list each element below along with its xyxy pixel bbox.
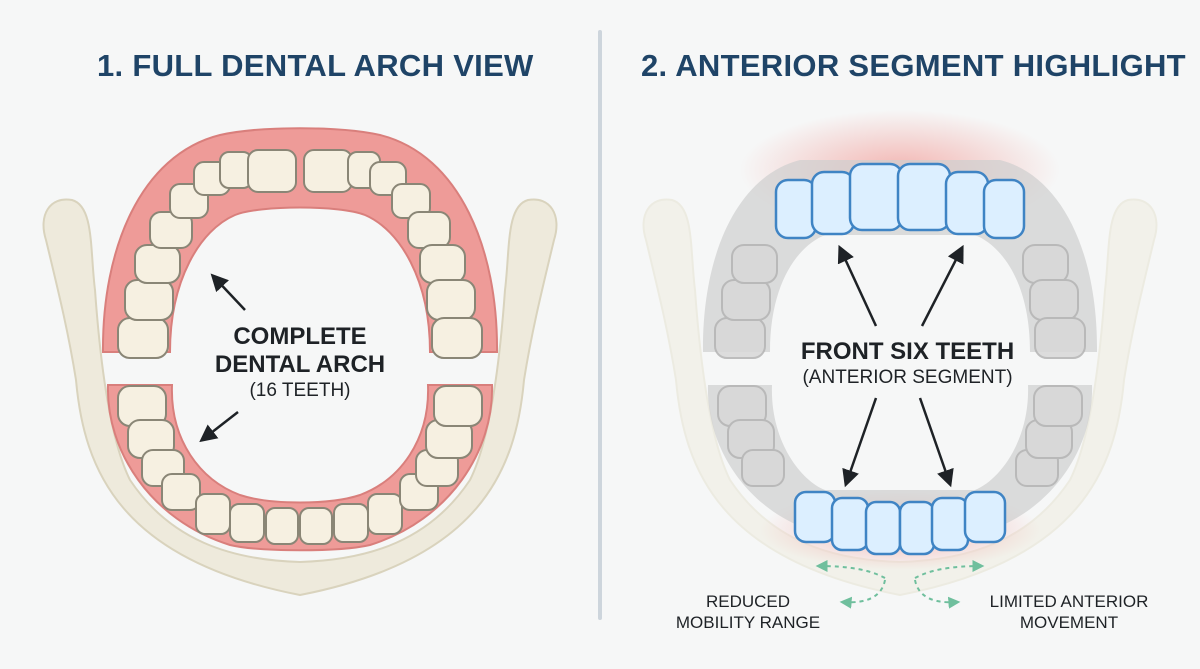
limited-movement-note-line1: LIMITED ANTERIOR <box>989 592 1149 611</box>
tooth <box>714 317 766 359</box>
upper-anterior-teeth <box>774 162 1026 240</box>
jaw-bone-faded <box>642 198 1158 597</box>
tooth <box>195 493 231 535</box>
limited-movement-arrows <box>914 560 985 609</box>
tooth-highlighted <box>982 178 1026 240</box>
arrow-to-lower-left <box>842 397 878 488</box>
limited-movement-note: LIMITED ANTERIOR MOVEMENT <box>974 591 1164 633</box>
reduced-mobility-note-line2: MOBILITY RANGE <box>675 613 821 632</box>
anterior-segment-sublabel: (ANTERIOR SEGMENT) <box>802 367 1013 388</box>
tooth <box>431 317 483 359</box>
arrow-to-upper-left <box>837 244 878 327</box>
tooth <box>1022 244 1069 284</box>
arrow-lower-arch <box>199 411 239 443</box>
tooth-highlighted <box>896 162 952 232</box>
lower-molars-faded <box>717 385 1083 487</box>
tooth <box>1034 317 1086 359</box>
tooth-highlighted <box>793 490 837 544</box>
panel-divider <box>598 30 602 620</box>
arrow-to-upper-right <box>920 244 964 327</box>
tooth <box>433 385 483 427</box>
jaw-bone <box>42 198 558 597</box>
tooth <box>265 507 299 545</box>
tooth <box>731 244 778 284</box>
complete-arch-tooth-count: (16 TEETH) <box>249 380 351 401</box>
tooth <box>419 244 466 284</box>
tooth <box>299 507 333 545</box>
complete-arch-label-line2: DENTAL ARCH <box>214 351 386 378</box>
tooth-highlighted <box>963 490 1007 544</box>
tooth <box>367 493 403 535</box>
arrow-to-lower-right <box>918 397 954 488</box>
front-six-teeth-title: FRONT SIX TEETH <box>800 338 1015 365</box>
tooth <box>134 244 181 284</box>
tooth-highlighted <box>864 500 902 556</box>
upper-teeth <box>117 149 483 359</box>
limited-movement-note-line2: MOVEMENT <box>1019 613 1119 632</box>
tooth <box>303 149 353 193</box>
tooth <box>229 503 265 543</box>
tooth-highlighted <box>930 496 970 552</box>
tooth <box>1029 279 1079 321</box>
complete-arch-label-line1: COMPLETE <box>233 323 367 350</box>
upper-molars-faded <box>714 244 1086 359</box>
front-six-teeth-label: FRONT SIX TEETH (ANTERIOR SEGMENT) <box>775 338 1040 390</box>
tooth <box>333 503 369 543</box>
arrow-upper-arch <box>210 273 246 311</box>
panel-1-title: 1. FULL DENTAL ARCH VIEW <box>97 48 534 83</box>
reduced-mobility-note: REDUCED MOBILITY RANGE <box>668 591 828 633</box>
tooth-highlighted <box>774 178 818 240</box>
panel-1-illustration <box>42 127 558 597</box>
complete-arch-label: COMPLETE DENTAL ARCH (16 TEETH) <box>200 323 400 403</box>
reduced-mobility-arrows <box>815 560 886 609</box>
tooth <box>1033 385 1083 427</box>
panel-2-title: 2. ANTERIOR SEGMENT HIGHLIGHT <box>641 48 1186 83</box>
tooth <box>247 149 297 193</box>
tooth-highlighted <box>830 496 870 552</box>
tooth <box>741 449 785 487</box>
tooth <box>161 473 201 511</box>
tooth <box>426 279 476 321</box>
tooth-highlighted <box>944 170 990 236</box>
lower-anterior-teeth <box>793 490 1007 556</box>
tooth <box>721 279 771 321</box>
reduced-mobility-note-line1: REDUCED <box>705 592 791 611</box>
tooth-highlighted <box>848 162 904 232</box>
tooth <box>124 279 174 321</box>
tooth <box>117 317 169 359</box>
tooth <box>407 211 451 249</box>
tooth-highlighted <box>810 170 856 236</box>
lower-teeth <box>117 385 483 545</box>
tooth-highlighted <box>898 500 936 556</box>
panel-2-illustration <box>642 110 1158 609</box>
